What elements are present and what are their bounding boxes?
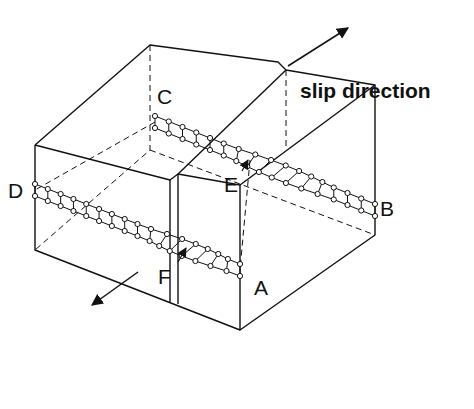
atom (309, 174, 314, 179)
atom (345, 190, 350, 195)
atom (193, 258, 198, 263)
atom (45, 198, 50, 203)
atom (96, 218, 101, 223)
atom (345, 202, 350, 207)
atom (96, 206, 101, 211)
atom (58, 203, 63, 208)
atom (135, 233, 140, 238)
point-label: E (224, 174, 238, 195)
atom (84, 201, 89, 206)
atom (237, 261, 242, 266)
hidden-edge (35, 45, 150, 250)
atom (109, 223, 114, 228)
atom (268, 157, 273, 162)
leader-line (242, 160, 248, 171)
atom (296, 168, 301, 173)
atom-chains (32, 113, 377, 278)
atom (331, 197, 336, 202)
hidden-slip-plane (35, 122, 155, 190)
atom (331, 185, 336, 190)
atom (283, 180, 288, 185)
hidden-edge (150, 150, 375, 235)
atom-row (35, 184, 240, 264)
atom (299, 186, 304, 191)
atom (221, 141, 226, 146)
atom (180, 236, 185, 241)
step-line (178, 70, 286, 174)
atom (148, 226, 153, 231)
top-face (35, 45, 375, 185)
atom (225, 256, 230, 261)
atom (32, 193, 37, 198)
front-step-top (177, 174, 178, 304)
atom (224, 268, 229, 273)
atom (71, 208, 76, 213)
point-label: A (254, 277, 268, 298)
hidden-line (286, 70, 287, 150)
point-label: C (157, 86, 172, 107)
atom (166, 119, 171, 124)
atom (236, 146, 241, 151)
atom (122, 228, 127, 233)
atom (122, 216, 127, 221)
atom (237, 273, 242, 278)
atom (152, 113, 157, 118)
atom (359, 208, 364, 213)
leader-line (178, 248, 186, 262)
atom (253, 152, 258, 157)
hidden-slip-plane (240, 160, 250, 270)
atom (180, 136, 185, 141)
atom (180, 124, 185, 129)
atom (194, 130, 199, 135)
atom (147, 238, 152, 243)
atom (109, 211, 114, 216)
atom (164, 231, 169, 236)
slip-arrow (92, 272, 138, 305)
atom (359, 196, 364, 201)
atom (205, 246, 210, 251)
atom (207, 147, 212, 152)
atom (234, 158, 239, 163)
atom (256, 169, 261, 174)
atom (221, 153, 226, 158)
slip-arrow (288, 28, 348, 66)
direction-label: slip direction (300, 80, 431, 101)
atom (207, 135, 212, 140)
atom (283, 163, 288, 168)
atom (58, 191, 63, 196)
point-label: B (380, 198, 394, 219)
atom (269, 175, 274, 180)
atom (167, 248, 172, 253)
atom (315, 191, 320, 196)
atom (166, 131, 171, 136)
atom-row (155, 128, 375, 216)
atom (193, 241, 198, 246)
atom (320, 179, 325, 184)
atom (84, 213, 89, 218)
atom (152, 125, 157, 130)
atom (45, 186, 50, 191)
atom (71, 196, 76, 201)
atom (216, 251, 221, 256)
point-label: D (8, 180, 23, 201)
atom (372, 201, 377, 206)
atom-row (155, 116, 375, 204)
atom (157, 243, 162, 248)
atom (135, 221, 140, 226)
atom-row (35, 196, 240, 276)
atom (32, 181, 37, 186)
point-label: F (158, 266, 171, 287)
atom (372, 213, 377, 218)
atom (208, 263, 213, 268)
atom (194, 142, 199, 147)
